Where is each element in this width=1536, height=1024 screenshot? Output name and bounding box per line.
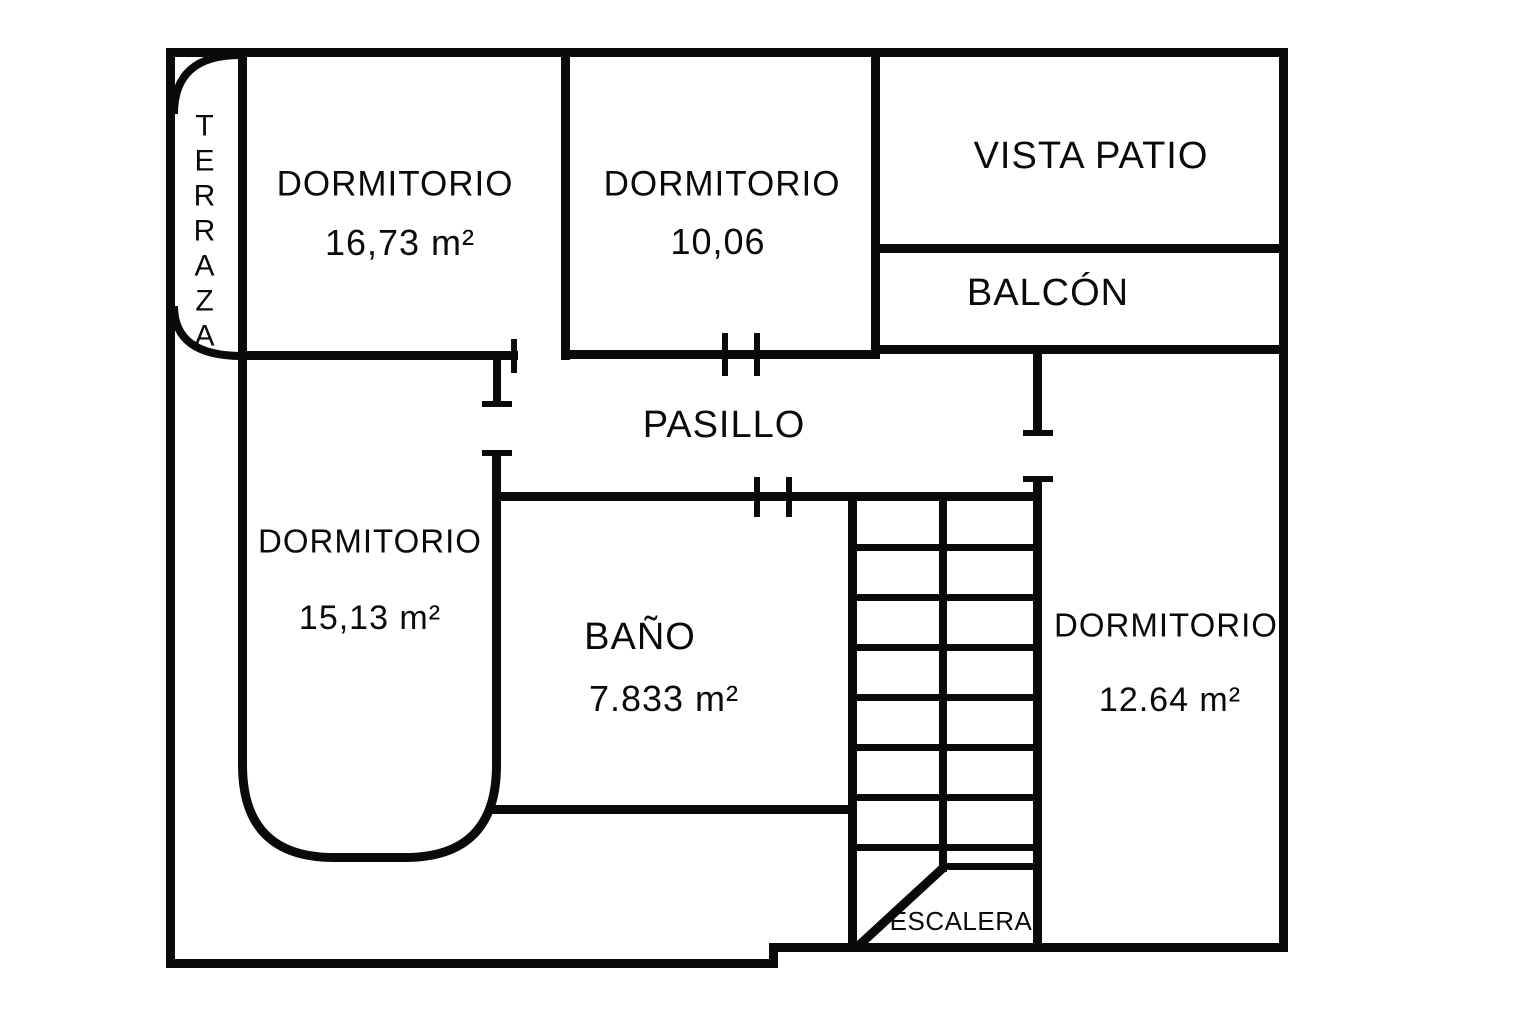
room-label-vista-patio: VISTA PATIO — [973, 135, 1209, 177]
door-tick-dormitorio-2-a — [722, 333, 728, 376]
door-jamb-cap-pasillo-upper — [482, 401, 512, 407]
wall-escalera-left — [848, 492, 857, 952]
wall-bano-bottom — [492, 805, 857, 814]
wall-pasillo-bottom — [492, 492, 1042, 501]
stair-step — [857, 844, 1033, 851]
wall-dormitorio-1-bottom — [238, 351, 518, 360]
wall-dormitorio-2-vista-patio — [871, 48, 880, 354]
room-label-dormitorio-3: DORMITORIO — [258, 522, 482, 560]
door-jamb-dormitorio-4-upper — [1033, 345, 1042, 435]
wall-vista-patio-balcon — [871, 244, 1288, 253]
room-label-bano: BAÑO — [584, 616, 696, 658]
room-label-escalera: ESCALERA — [889, 906, 1033, 936]
room-area-dormitorio-4: 12.64 m² — [1098, 681, 1242, 719]
room-area-dormitorio-2: 10,06 — [670, 221, 766, 262]
outer-wall-bottom-left — [166, 959, 778, 968]
escalera-diagonal-line — [852, 864, 947, 952]
outer-wall-right — [1279, 48, 1288, 952]
outer-wall-top — [166, 48, 1288, 57]
outer-wall-left — [166, 48, 175, 968]
door-jamb-pasillo-upper — [493, 351, 501, 405]
room-area-bano: 7.833 m² — [588, 678, 740, 719]
room-label-pasillo: PASILLO — [642, 404, 806, 446]
stair-step — [857, 744, 1033, 751]
stair-step-half — [943, 863, 1033, 870]
wall-balcon-pasillo — [871, 345, 1288, 354]
outer-wall-bottom-step — [769, 944, 778, 968]
room-area-dormitorio-1: 16,73 m² — [324, 222, 476, 263]
room-area-dormitorio-3: 15,13 m² — [298, 599, 442, 637]
wall-dormitorio-4-left — [1033, 482, 1042, 952]
terraza-top-curved-wall — [170, 51, 241, 115]
wall-terraza-dormitorio-1 — [238, 48, 247, 360]
stair-step — [857, 544, 1033, 551]
door-tick-dormitorio-2-b — [754, 333, 760, 376]
door-jamb-cap-dormitorio-4-lower — [1023, 476, 1053, 482]
door-tick-dormitorio-1 — [511, 339, 517, 373]
stair-step — [857, 644, 1033, 651]
door-jamb-cap-dormitorio-3 — [482, 450, 512, 456]
room-label-dormitorio-1: DORMITORIO — [276, 164, 514, 204]
dormitorio-3-rounded-wall — [238, 353, 501, 862]
room-label-dormitorio-4: DORMITORIO — [1054, 606, 1278, 644]
door-jamb-cap-dormitorio-4-upper — [1023, 430, 1053, 436]
wall-dormitorio-2-bottom — [561, 350, 880, 359]
stair-step — [857, 594, 1033, 601]
outer-wall-bottom-right — [769, 943, 1288, 952]
room-label-terraza: TERRAZA — [188, 109, 221, 355]
stair-step — [857, 794, 1033, 801]
stair-step — [857, 694, 1033, 701]
wall-dormitorio-1-dormitorio-2 — [561, 48, 570, 360]
wall-escalera-middle — [939, 492, 947, 872]
room-label-balcon: BALCÓN — [966, 272, 1130, 314]
room-label-dormitorio-2: DORMITORIO — [603, 164, 841, 204]
door-tick-bano-b — [786, 477, 792, 517]
door-tick-bano-a — [754, 477, 760, 517]
